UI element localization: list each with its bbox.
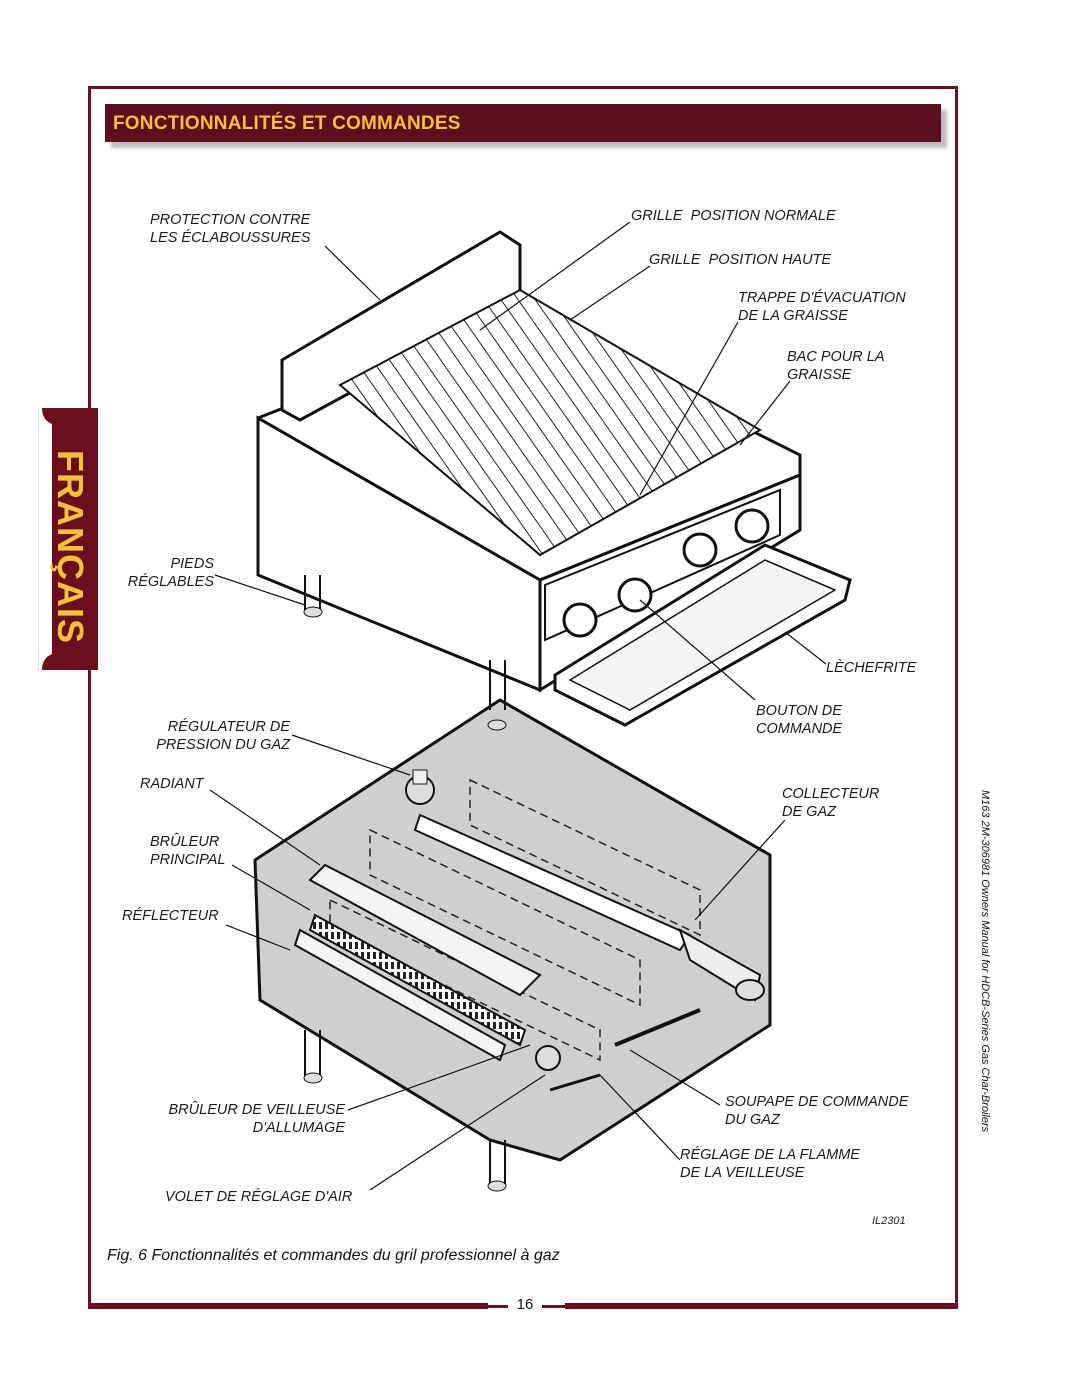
label-grease-trap: TRAPPE D'ÉVACUATION DE LA GRAISSE xyxy=(738,290,906,324)
label-reflector: RÉFLECTEUR xyxy=(122,908,219,924)
language-tab: FRANÇAIS xyxy=(38,408,98,670)
label-adjustable-feet: PIEDS RÉGLABLES xyxy=(127,556,214,590)
label-pilot-burner: BRÛLEUR DE VEILLEUSE D'ALLUMAGE xyxy=(168,1102,345,1136)
figure-code: IL2301 xyxy=(872,1215,906,1227)
label-drip-pan: LÈCHEFRITE xyxy=(826,660,917,676)
label-gas-manifold: COLLECTEUR DE GAZ xyxy=(782,786,880,820)
side-document-reference: M163 2M-306981 Owners Manual for HDCB-Se… xyxy=(979,790,991,1133)
label-main-burner: BRÛLEUR PRINCIPAL xyxy=(150,834,226,868)
label-radiant: RADIANT xyxy=(140,776,204,792)
drip-pan xyxy=(553,543,852,727)
label-grease-tray: BAC POUR LA GRAISSE xyxy=(787,349,885,383)
language-tab-label: FRANÇAIS xyxy=(50,450,91,644)
label-pilot-flame-adjust: RÉGLAGE DE LA FLAMME DE LA VEILLEUSE xyxy=(680,1147,860,1181)
lower-base xyxy=(253,698,772,1192)
footer-bar-right xyxy=(565,1303,958,1309)
label-grate-normal: GRILLE POSITION NORMALE xyxy=(631,208,836,224)
broiler-body xyxy=(256,230,802,710)
burner-assembly xyxy=(293,863,701,1092)
label-control-knob: BOUTON DE COMMANDE xyxy=(756,703,843,737)
label-splash-guard: PROTECTION CONTRE LES ÉCLABOUSSURES xyxy=(150,212,311,246)
gas-manifold xyxy=(405,769,765,1002)
footer-bar-left xyxy=(88,1303,488,1309)
section-title: FONCTIONNALITÉS ET COMMANDES xyxy=(113,113,461,134)
label-air-shutter: VOLET DE RÉGLAGE D'AIR xyxy=(165,1189,353,1205)
figure-caption: Fig. 6 Fonctionnalités et commandes du g… xyxy=(107,1247,560,1264)
label-grate-high: GRILLE POSITION HAUTE xyxy=(649,252,832,268)
section-header: FONCTIONNALITÉS ET COMMANDES xyxy=(105,104,941,142)
leader-lines xyxy=(209,221,827,1191)
label-gas-regulator: RÉGULATEUR DE PRESSION DU GAZ xyxy=(156,719,290,753)
page-number: 16 xyxy=(508,1296,542,1313)
label-gas-control-valve: SOUPAPE DE COMMANDE DU GAZ xyxy=(725,1094,909,1128)
